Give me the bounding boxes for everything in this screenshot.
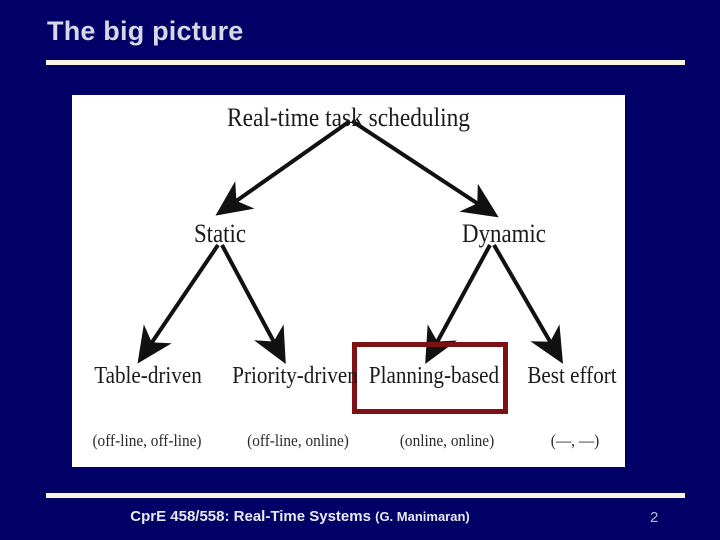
- node-priority-driven: Priority-driven: [232, 363, 358, 389]
- node-root: Real-time task scheduling: [226, 103, 471, 132]
- arrow-static-to-priority-driven: [220, 244, 286, 365]
- footer-divider: [46, 493, 685, 498]
- note-priority-driven: (off-line, online): [247, 431, 349, 450]
- note-planning-based: (online, online): [399, 431, 495, 450]
- arrow-root-to-static: [215, 119, 352, 216]
- node-static: Static: [193, 219, 247, 248]
- page-title: The big picture: [47, 16, 244, 46]
- footer-course-text: CprE 458/558: Real-Time Systems (G. Mani…: [0, 508, 600, 525]
- arrow-static-to-table-driven: [137, 243, 220, 364]
- node-table-driven: Table-driven: [94, 363, 202, 389]
- arrow-dynamic-to-planning-based: [425, 244, 492, 365]
- title-divider: [46, 60, 685, 65]
- diagram-panel: Real-time task scheduling Static Dynamic…: [72, 95, 625, 467]
- note-best-effort: (—, —): [550, 431, 600, 450]
- node-dynamic: Dynamic: [462, 219, 546, 248]
- footer-course-label: CprE 458/558: Real-Time Systems: [130, 508, 371, 525]
- footer-author-label: (G. Manimaran): [375, 509, 470, 524]
- page-number: 2: [650, 509, 659, 526]
- highlight-box-planning-based: [352, 342, 508, 414]
- node-best-effort: Best effort: [527, 363, 617, 389]
- note-table-driven: (off-line, off-line): [92, 431, 202, 450]
- diagram-arrows: [137, 119, 564, 365]
- arrow-root-to-dynamic: [350, 119, 499, 218]
- node-planning-based: Planning-based: [368, 363, 500, 389]
- arrow-dynamic-to-best-effort: [492, 243, 564, 364]
